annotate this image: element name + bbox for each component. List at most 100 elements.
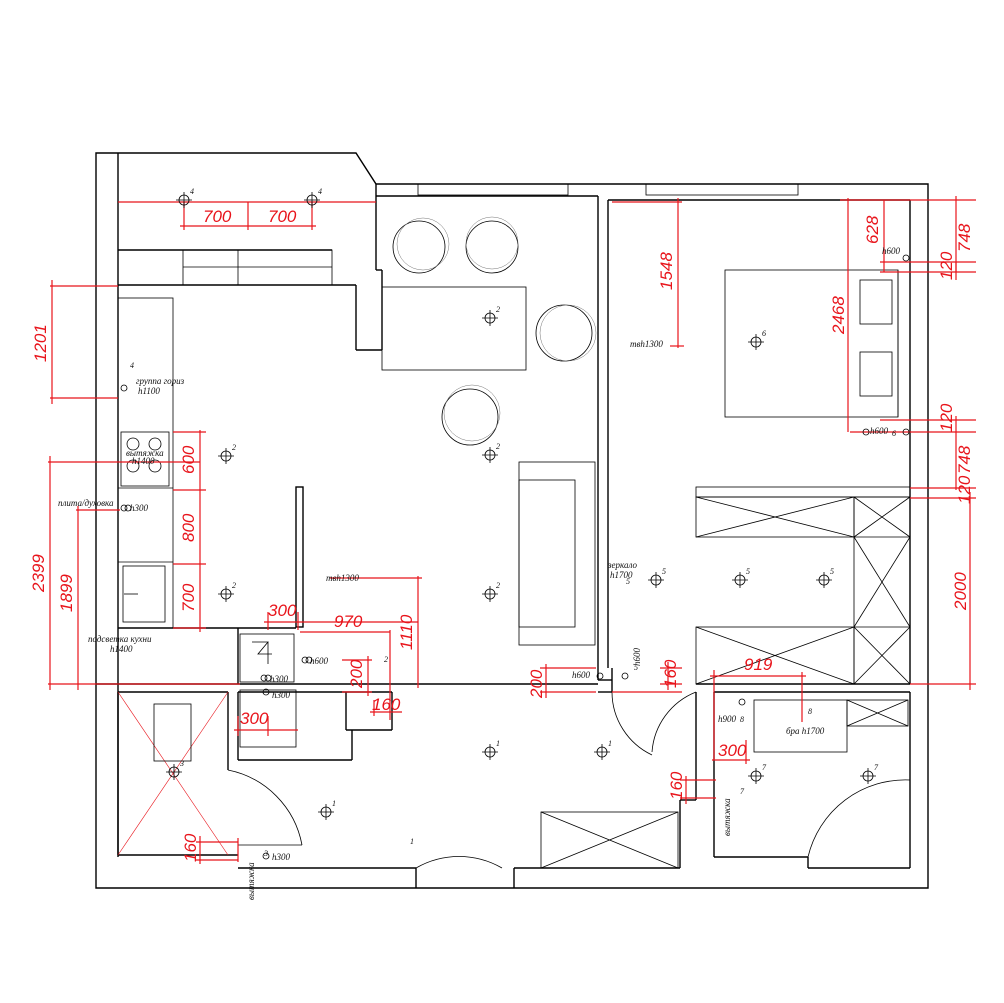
label-h300-bath: h300 xyxy=(272,852,291,862)
light-marker-cross xyxy=(860,768,876,784)
dimension-200-b: 200 xyxy=(527,669,546,699)
light-marker-number: 4 xyxy=(190,187,194,196)
dimension-1899: 1899 xyxy=(57,574,76,612)
light-marker-cross xyxy=(748,334,764,350)
dimension-300-c: 300 xyxy=(718,741,747,760)
light-marker-cross xyxy=(748,768,764,784)
light-marker-cross xyxy=(482,310,498,326)
light-marker-number: 4 xyxy=(130,361,134,370)
light-marker-number: 1 xyxy=(608,739,612,748)
dimension-120-a: 120 xyxy=(937,251,956,280)
light-marker-number: 5 xyxy=(662,567,666,576)
light-marker-cross xyxy=(648,572,664,588)
light-marker-number: 2 xyxy=(496,442,500,451)
light-marker-cross xyxy=(482,586,498,602)
light-marker-number: 1 xyxy=(410,837,414,846)
light-marker-cross xyxy=(218,586,234,602)
label-mirror-h: h1700 xyxy=(610,570,633,580)
label-h600-bed-top: h600 xyxy=(882,246,901,256)
light-marker-cross xyxy=(816,572,832,588)
label-h600-corr-v: h600 xyxy=(632,648,642,667)
light-marker-number: 6 xyxy=(762,329,766,338)
light-marker-cross xyxy=(176,192,192,208)
light-marker-number: 5 xyxy=(634,663,638,672)
light-marker-cross xyxy=(166,764,182,780)
label-hood-h: h1400 xyxy=(132,456,155,466)
dimension-200-a: 200 xyxy=(347,659,366,689)
dimension-2000: 2000 xyxy=(951,572,970,611)
label-tv-bed: твh1300 xyxy=(630,339,663,349)
light-marker-number: 2 xyxy=(232,581,236,590)
light-marker-number: 2 xyxy=(232,443,236,452)
light-marker-cross xyxy=(482,744,498,760)
label-h600-hall: h600 xyxy=(310,656,329,666)
light-marker-number: 7 xyxy=(740,787,745,796)
dimension-lines xyxy=(48,196,976,864)
light-marker-number: 5 xyxy=(626,577,630,586)
dimension-700-a: 700 xyxy=(203,207,232,226)
dimension-1110: 1110 xyxy=(397,614,416,650)
light-marker-number: 7 xyxy=(762,763,767,772)
dimension-120-c: 120 xyxy=(955,475,974,504)
label-kitchen-light: подсветка кухни xyxy=(88,634,152,644)
light-marker-cross xyxy=(594,744,610,760)
label-h300-hall-b: h300 xyxy=(272,690,291,700)
furniture xyxy=(117,216,911,869)
dimension-labels: 700 700 1201 2399 1899 600 800 700 300 9… xyxy=(29,207,974,862)
light-marker-cross xyxy=(218,448,234,464)
dimension-120-b: 120 xyxy=(937,403,956,432)
dimension-970: 970 xyxy=(334,612,363,631)
light-marker-number: 2 xyxy=(384,655,388,664)
light-marker-number: 5 xyxy=(746,567,750,576)
dimension-2468: 2468 xyxy=(829,296,848,335)
label-stove-h: h300 xyxy=(130,503,149,513)
dimension-300-b: 300 xyxy=(240,709,269,728)
annotation-labels: группа гориз h1100 вытяжка h1400 плита/д… xyxy=(58,246,901,900)
dimension-748-b: 748 xyxy=(955,445,974,474)
light-marker-number: 8 xyxy=(740,715,744,724)
label-h1100: h1100 xyxy=(138,386,160,396)
light-marker-cross xyxy=(482,447,498,463)
dimension-919: 919 xyxy=(744,655,773,674)
label-sconce: бра h1700 xyxy=(786,726,825,736)
dimension-628: 628 xyxy=(863,215,882,244)
dimension-160-a: 160 xyxy=(372,695,401,714)
dimension-1201: 1201 xyxy=(31,324,50,362)
label-h900: h900 xyxy=(718,714,737,724)
label-kitchen-light-h: h1400 xyxy=(110,644,133,654)
light-marker-number: 3 xyxy=(179,759,184,768)
label-hood: вытяжка xyxy=(126,448,164,458)
dimension-2399: 2399 xyxy=(29,554,48,593)
light-marker-number: 3 xyxy=(263,849,268,858)
label-group-horiz: группа гориз xyxy=(136,376,185,386)
dimension-700-c: 700 xyxy=(179,583,198,612)
dimension-160-d: 160 xyxy=(667,771,686,800)
dimension-600: 600 xyxy=(179,445,198,474)
label-tv-living: твh1300 xyxy=(326,573,359,583)
light-marker-number: 1 xyxy=(496,739,500,748)
light-marker-number: 1 xyxy=(332,799,336,808)
light-marker-cross xyxy=(304,192,320,208)
label-extract-bath: вытяжка xyxy=(246,862,256,900)
label-stove: плита/духовка xyxy=(58,498,114,508)
light-marker-cross xyxy=(732,572,748,588)
label-h300-hall-a: h300 xyxy=(270,674,289,684)
label-extract-dress: вытяжка xyxy=(722,798,732,836)
light-marker-number: 2 xyxy=(496,581,500,590)
light-marker-number: 6 xyxy=(892,429,896,438)
socket-symbols xyxy=(120,254,910,860)
light-marker-cross xyxy=(318,804,334,820)
label-h600-corr: h600 xyxy=(572,670,591,680)
light-marker-number: 8 xyxy=(808,707,812,716)
light-marker-number: 5 xyxy=(830,567,834,576)
dimension-700-b: 700 xyxy=(268,207,297,226)
label-mirror: зеркало xyxy=(607,560,638,570)
light-marker-number: 2 xyxy=(496,305,500,314)
light-marker-number: 7 xyxy=(874,763,879,772)
dimension-160-c: 160 xyxy=(661,659,680,688)
dimension-1548: 1548 xyxy=(657,252,676,290)
dimension-748-a: 748 xyxy=(955,223,974,252)
dimension-160-b: 160 xyxy=(181,833,200,862)
